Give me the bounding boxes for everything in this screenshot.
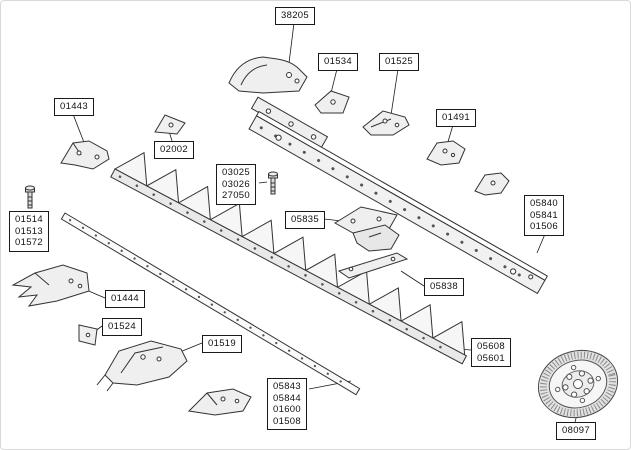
part-label-01524: 01524 (102, 318, 142, 336)
part-wear-strip (60, 212, 361, 396)
part-disc-08097 (537, 349, 619, 419)
part-bolt-03025 (268, 171, 278, 195)
part-label-05835: 05835 (285, 211, 325, 229)
part-clip-01491 (426, 140, 466, 166)
part-label-01491: 01491 (436, 109, 476, 127)
part-label-08097: 08097 (556, 422, 596, 440)
part-label-05840-group: 05840 05841 01506 (524, 195, 564, 236)
part-label-05843-group: 05843 05844 01600 01508 (267, 378, 307, 430)
part-label-38205: 38205 (275, 7, 315, 25)
part-label-01525: 01525 (379, 53, 419, 71)
part-skid-shoe-01519 (96, 340, 188, 392)
part-label-01514-group: 01514 01513 01572 (9, 211, 49, 252)
part-clip-lower (474, 172, 510, 196)
part-cutter-bar (248, 96, 549, 295)
part-label-01444: 01444 (105, 290, 145, 308)
part-label-01443: 01443 (54, 98, 94, 116)
part-bar-05838 (337, 252, 409, 279)
part-clip-01525 (362, 110, 410, 136)
part-wedge-01524 (78, 324, 98, 346)
part-label-05838: 05838 (424, 278, 464, 296)
part-knife-head (187, 388, 252, 416)
part-label-01534: 01534 (318, 53, 358, 71)
part-label-02002: 02002 (154, 141, 194, 159)
part-label-01519: 01519 (202, 335, 242, 353)
part-clamp-05835 (334, 206, 400, 252)
part-inner-shoe (228, 56, 308, 94)
part-bracket-01443 (60, 140, 110, 170)
part-label-05608-group: 05608 05601 (471, 338, 511, 367)
part-label-03025-group: 03025 03026 27050 (216, 164, 256, 205)
part-plate-01534 (314, 90, 350, 114)
part-plate-02002 (154, 114, 186, 135)
part-bolt-01514 (25, 185, 35, 209)
part-fork-shoe-01444 (11, 264, 90, 307)
part-sickle-knife (110, 151, 468, 365)
